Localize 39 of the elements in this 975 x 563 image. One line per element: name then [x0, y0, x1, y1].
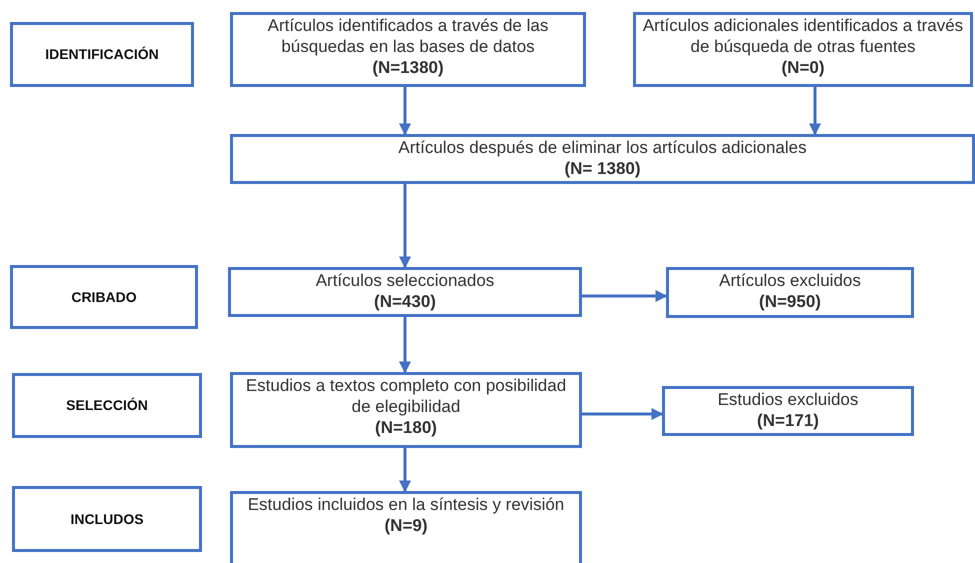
box-text: Estudios a textos completo con posibilidad de elegibilidad [244, 375, 568, 417]
box-text: Artículos identificados a través de las búsquedas en las bases de datos [266, 15, 550, 57]
count-text: (N=171) [757, 410, 819, 431]
box-text: Estudios incluidos en la síntesis y revisión [248, 494, 564, 515]
arrow [399, 184, 411, 268]
process-box [230, 491, 582, 563]
arrow [582, 290, 668, 302]
stage-label: CRIBADO [71, 288, 137, 306]
arrow [399, 448, 411, 492]
box-text: Artículos adicionales identificados a través de búsqueda de otras fuentes [642, 15, 964, 57]
stage-box [10, 22, 194, 87]
arrow [809, 87, 821, 136]
stage-label: IDENTIFICACIÓN [45, 45, 159, 64]
count-text: (N=1380) [372, 57, 444, 78]
process-box [633, 12, 973, 87]
process-box [230, 372, 582, 448]
count-text: (N=180) [375, 417, 437, 438]
process-box [662, 386, 914, 436]
box-text: Artículos seleccionados [316, 270, 494, 291]
stage-box [12, 486, 202, 552]
process-box [666, 267, 914, 318]
stage-box [10, 265, 198, 329]
arrow [582, 408, 664, 420]
count-text: (N=950) [759, 291, 821, 312]
box-text: Artículos después de eliminar los artículos adicionales [398, 137, 807, 158]
stage-box [12, 373, 202, 438]
process-box [228, 267, 582, 317]
count-text: (N=0) [782, 57, 824, 78]
stage-label: SELECCIÓN [66, 396, 148, 415]
stage-label: INCLUDOS [70, 510, 144, 528]
count-text: (N=430) [374, 291, 436, 312]
count-text: (N=9) [384, 515, 428, 536]
process-box [230, 134, 975, 184]
arrow [399, 317, 411, 374]
process-box [230, 12, 586, 87]
arrow [399, 87, 411, 136]
box-text: Artículos excluidos [719, 270, 861, 291]
count-text: (N= 1380) [564, 158, 641, 179]
box-text: Estudios excluidos [718, 389, 858, 410]
